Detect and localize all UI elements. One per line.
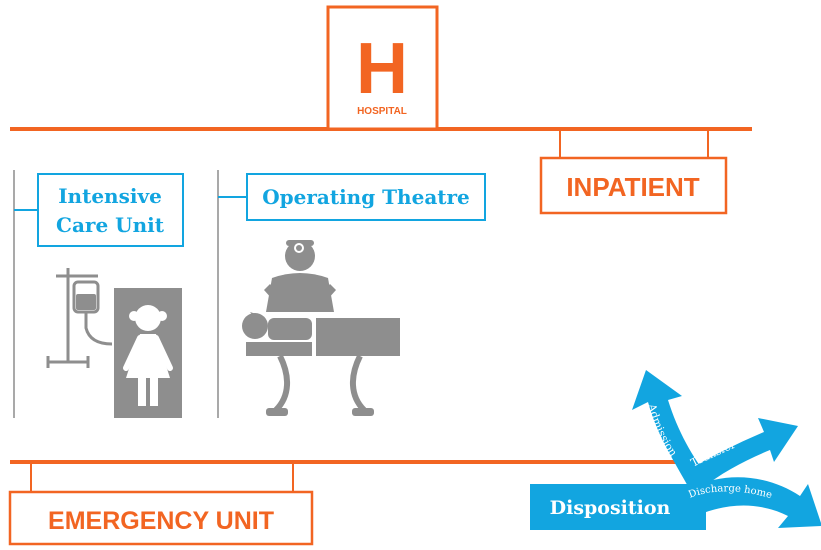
three-way-arrow-icon: Disposition Admission Transfer Discharge… [530,370,821,530]
operating-theatre-section: Operating Theatre [217,170,486,418]
hospital-sign: H HOSPITAL [326,5,439,131]
inpatient-frame [539,156,728,215]
icu-label-line1: Intensive [58,184,162,208]
emergency-frame [8,490,314,546]
emergency-label: EMERGENCY UNIT [48,507,274,535]
patient-in-bed-with-iv-icon [46,268,182,418]
surgeon-operating-icon [242,240,400,416]
icu-section: Intensive Care Unit [13,170,184,418]
discharge-arrow [690,477,821,528]
icu-frame [37,173,184,247]
hospital-label: HOSPITAL [357,106,407,117]
hospital-sign-frame [326,5,439,131]
inpatient-sign: INPATIENT [539,129,728,215]
operating-theatre-frame [246,173,486,221]
disposition-label: Disposition [550,497,671,519]
emergency-sign: EMERGENCY UNIT [8,462,314,546]
transfer-arrow [688,418,798,490]
operating-theatre-label: Operating Theatre [262,185,470,209]
hospital-letter: H [356,29,408,109]
icu-label-line2: Care Unit [56,213,165,237]
inpatient-label: INPATIENT [566,172,699,202]
admission-arrow [632,370,710,490]
disposition-base [530,484,706,530]
